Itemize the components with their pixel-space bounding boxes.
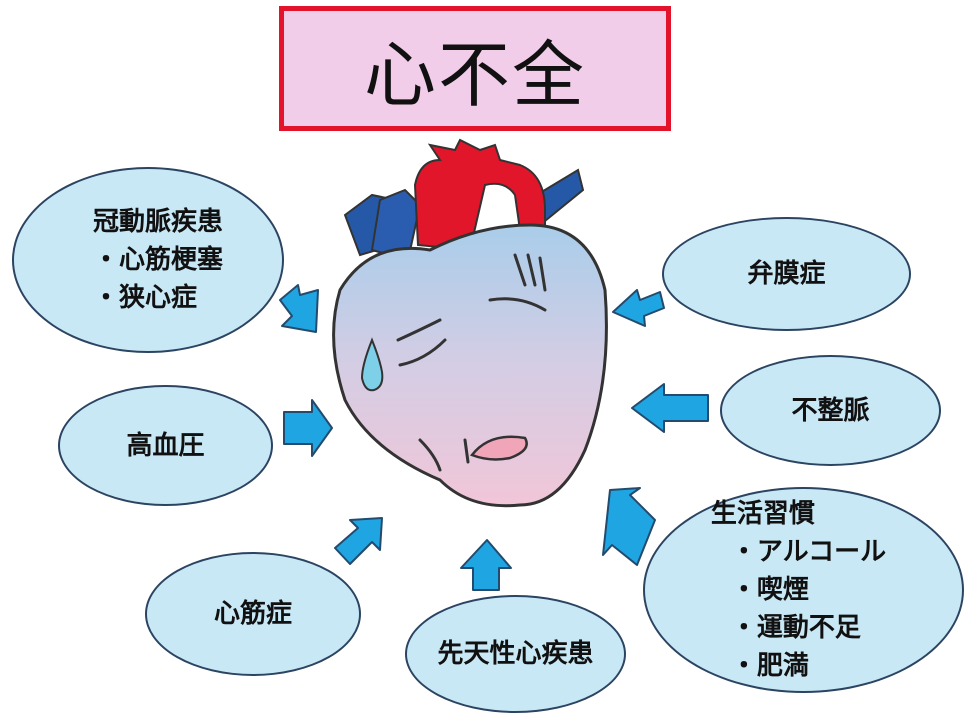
arrhythmia-label: 不整脈 — [791, 395, 870, 426]
coronary-heading: 冠動脈疾患 — [92, 207, 223, 237]
arrow-from-lifestyle — [602, 487, 656, 566]
mouth — [469, 435, 528, 461]
title-box: 心不全 — [279, 6, 671, 131]
bubble-lifestyle: 生活習慣 ・アルコール ・喫煙 ・運動不足 ・肥満 — [643, 487, 964, 693]
arrow-from-congenital — [460, 539, 512, 591]
congenital-label: 先天性心疾患 — [437, 639, 594, 669]
tear-icon — [360, 337, 384, 392]
bubble-coronary: 冠動脈疾患 ・心筋梗塞 ・狭心症 — [12, 167, 284, 353]
bubble-cardiomyopathy: 心筋症 — [145, 552, 361, 676]
lifestyle-item: ・アルコール — [730, 537, 887, 567]
title: 心不全 — [363, 33, 586, 117]
bubble-hypertension: 高血圧 — [58, 385, 273, 506]
hypertension-label: 高血圧 — [126, 430, 205, 461]
lifestyle-item: ・運動不足 — [730, 613, 861, 643]
coronary-item: ・狭心症 — [92, 283, 197, 313]
arrow-from-hypertension — [283, 399, 333, 457]
lifestyle-item: ・肥満 — [730, 651, 809, 681]
lifestyle-heading: 生活習慣 — [710, 499, 815, 529]
arrow-from-coronary — [279, 284, 319, 333]
valvular-label: 弁膜症 — [747, 259, 826, 289]
arrow-from-cardiomyopathy — [334, 517, 383, 565]
arrow-from-valvular — [612, 289, 665, 327]
face — [396, 253, 547, 472]
heart-body — [332, 223, 608, 508]
cardiomyopathy-label: 心筋症 — [213, 599, 292, 629]
coronary-item: ・心筋梗塞 — [92, 245, 223, 275]
bubble-congenital: 先天性心疾患 — [405, 595, 626, 713]
bubble-arrhythmia: 不整脈 — [720, 355, 941, 466]
bubble-valvular: 弁膜症 — [662, 217, 911, 331]
arrow-from-arrhythmia — [631, 383, 709, 433]
lifestyle-item: ・喫煙 — [730, 575, 809, 605]
